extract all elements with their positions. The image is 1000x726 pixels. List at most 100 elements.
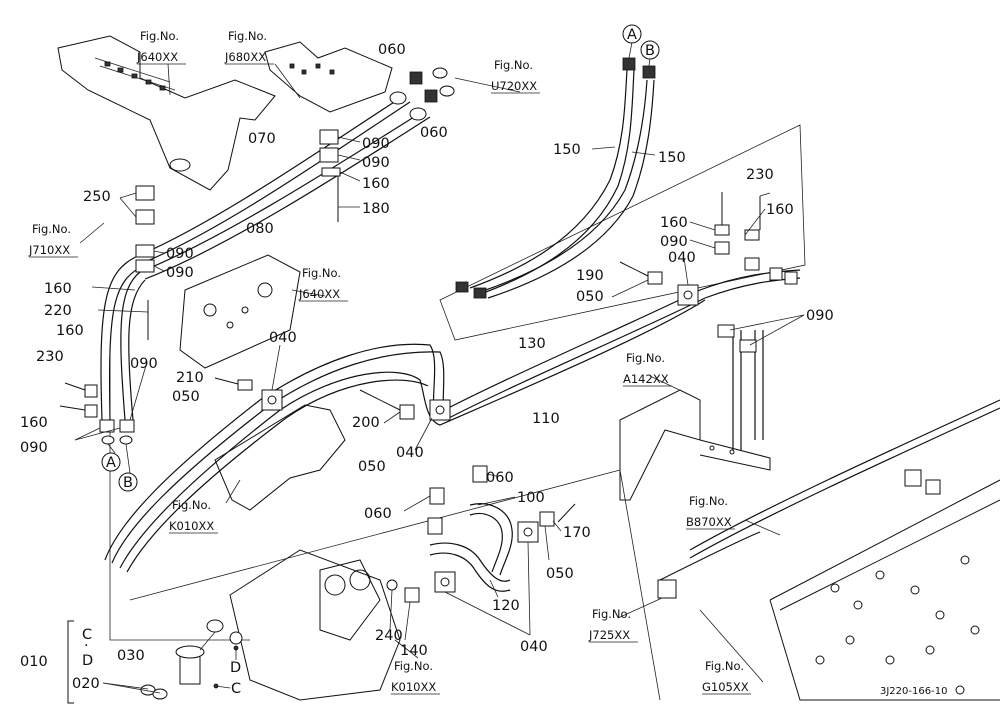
label-160-f: 160 xyxy=(766,202,794,218)
svg-text:Fig.No.: Fig.No. xyxy=(705,659,744,673)
svg-text:Fig.No.: Fig.No. xyxy=(689,494,728,508)
label-090-g: 090 xyxy=(660,234,688,250)
svg-text:G105XX: G105XX xyxy=(702,680,749,694)
svg-text:K010XX: K010XX xyxy=(169,519,214,533)
label-050-d: 050 xyxy=(546,566,574,582)
svg-text:Fig.No.: Fig.No. xyxy=(228,29,267,43)
pipe-080 xyxy=(139,109,431,280)
fig-ref-j680: Fig.No. J680XX xyxy=(224,29,274,65)
svg-text:J640XX: J640XX xyxy=(136,50,178,64)
svg-text:Fig.No.: Fig.No. xyxy=(302,266,341,280)
circle-b-left xyxy=(118,472,138,492)
label-050-c: 050 xyxy=(358,459,386,475)
label-150-b: 150 xyxy=(658,150,686,166)
label-150-a: 150 xyxy=(553,142,581,158)
label-040-b: 040 xyxy=(668,250,696,266)
label-050-a: 050 xyxy=(576,289,604,305)
label-090-h: 090 xyxy=(806,308,834,324)
svg-text:Fig.No.: Fig.No. xyxy=(592,607,631,621)
leader-lines xyxy=(74,41,805,694)
letter-c-point: C xyxy=(231,681,241,697)
letter-c-stack: C xyxy=(82,627,92,643)
svg-text:Fig.No.: Fig.No. xyxy=(140,29,179,43)
label-090-e: 090 xyxy=(130,356,158,372)
letter-b-top: B xyxy=(645,43,655,59)
svg-text:A142XX: A142XX xyxy=(623,372,669,386)
svg-text:B870XX: B870XX xyxy=(686,515,732,529)
label-080: 080 xyxy=(246,221,274,237)
fig-ref-k010-bottom: Fig.No. K010XX xyxy=(391,659,440,695)
label-140: 140 xyxy=(400,643,428,659)
drawing-code: 3J220-166-10 xyxy=(880,686,947,697)
label-090-d: 090 xyxy=(166,265,194,281)
label-230-b: 230 xyxy=(746,167,774,183)
svg-text:Fig.No.: Fig.No. xyxy=(494,58,533,72)
label-020: 020 xyxy=(72,676,100,692)
circle-a-top xyxy=(622,24,642,44)
label-060-d: 060 xyxy=(364,506,392,522)
label-100: 100 xyxy=(517,490,545,506)
fig-ref-j640-mid: Fig.No. J640XX xyxy=(298,266,348,302)
label-040-c: 040 xyxy=(396,445,424,461)
svg-text:U720XX: U720XX xyxy=(491,79,537,93)
right-frame-panel xyxy=(769,479,1000,701)
fig-ref-j710: Fig.No. J710XX xyxy=(28,222,78,258)
letter-a-left: A xyxy=(106,455,116,471)
svg-text:Fig.No.: Fig.No. xyxy=(626,351,665,365)
label-200: 200 xyxy=(352,415,380,431)
label-240: 240 xyxy=(375,628,403,644)
label-040-d: 040 xyxy=(520,639,548,655)
svg-text:J640XX: J640XX xyxy=(298,287,340,301)
mid-left-mounting-plate xyxy=(179,254,301,369)
label-090-f: 090 xyxy=(20,440,48,456)
fig-ref-k010-left: Fig.No. K010XX xyxy=(169,498,218,534)
pipe-150-hoses xyxy=(469,69,655,299)
svg-text:J680XX: J680XX xyxy=(224,50,266,64)
pipe-070 xyxy=(139,94,411,263)
lower-left-casting xyxy=(229,549,401,701)
label-010: 010 xyxy=(20,654,48,670)
label-090-c: 090 xyxy=(166,246,194,262)
label-190: 190 xyxy=(576,268,604,284)
label-120: 120 xyxy=(492,598,520,614)
label-180: 180 xyxy=(362,201,390,217)
a142-bracket xyxy=(619,389,771,501)
pipe-130 xyxy=(119,299,706,573)
top-center-bracket-plate xyxy=(264,41,393,113)
svg-text:K010XX: K010XX xyxy=(391,680,436,694)
label-040-a: 040 xyxy=(269,330,297,346)
label-060-top2: 060 xyxy=(420,125,448,141)
part-labels: 060 060 060 060 070 080 090 090 090 090 … xyxy=(20,42,834,692)
label-060-c: 060 xyxy=(486,470,514,486)
label-030: 030 xyxy=(117,648,145,664)
label-170: 170 xyxy=(563,525,591,541)
svg-text:Fig.No.: Fig.No. xyxy=(32,222,71,236)
fig-ref-a142: Fig.No. A142XX xyxy=(623,351,672,387)
label-090-a: 090 xyxy=(362,136,390,152)
svg-text:J725XX: J725XX xyxy=(588,628,630,642)
label-160-d: 160 xyxy=(20,415,48,431)
circle-b-top xyxy=(640,40,660,60)
label-110: 110 xyxy=(532,411,560,427)
label-220: 220 xyxy=(44,303,72,319)
letter-d-stack: D xyxy=(82,653,93,669)
pipe-vertical-right xyxy=(732,330,764,450)
label-060-top: 060 xyxy=(378,42,406,58)
label-130: 130 xyxy=(518,336,546,352)
top-left-bracket-plate xyxy=(57,35,276,191)
pipe-100 xyxy=(469,503,513,576)
dashed-reference-box xyxy=(109,124,806,701)
label-230-a: 230 xyxy=(36,349,64,365)
label-160-b: 160 xyxy=(44,281,72,297)
assembly-bracket xyxy=(67,620,74,704)
fig-ref-u720: Fig.No. U720XX xyxy=(491,58,540,94)
svg-text:J710XX: J710XX xyxy=(28,243,70,257)
pipe-120 xyxy=(429,542,511,592)
dot-sep: · xyxy=(84,638,89,654)
pipe-right-diagonal xyxy=(659,399,1000,581)
circled-letters: A B A B C · D C D xyxy=(82,24,660,697)
letter-b-left: B xyxy=(123,475,133,491)
fig-ref-j640-top: Fig.No. J640XX xyxy=(136,29,186,65)
